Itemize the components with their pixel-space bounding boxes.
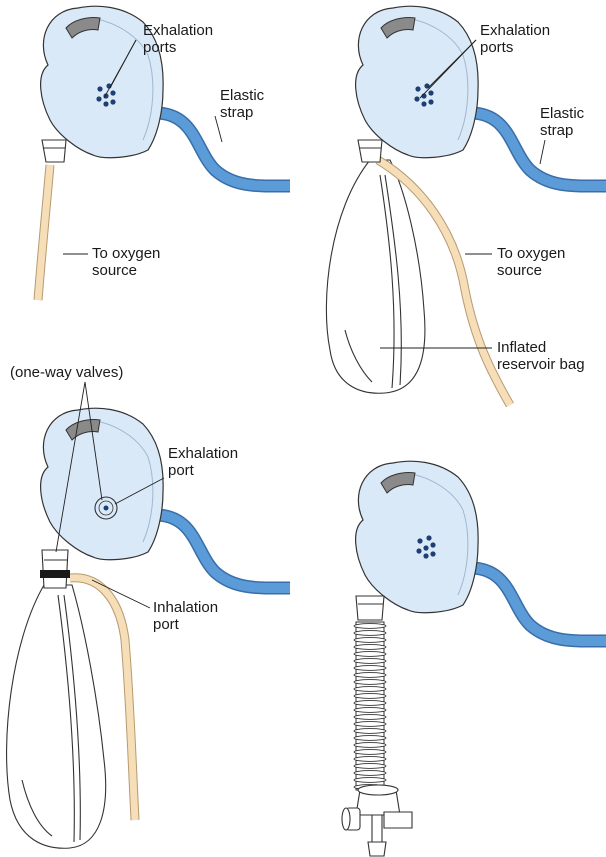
panel-aerosol-mask	[342, 461, 606, 856]
tube-connector	[42, 140, 66, 162]
inhalation-valve-connector	[40, 550, 70, 588]
one-way-valve-band	[40, 570, 70, 578]
corrugated-tubing	[354, 622, 386, 790]
reservoir-bag	[326, 160, 425, 393]
exhalation-valve-icon	[95, 497, 117, 519]
oxygen-tube	[38, 165, 50, 300]
nebulizer-adapter	[342, 785, 412, 856]
reservoir-bag	[7, 585, 106, 848]
label-one-way-valves: (one-way valves)	[10, 364, 123, 381]
mask-adapter	[356, 596, 384, 620]
face-mask	[356, 461, 479, 612]
face-mask	[356, 6, 479, 157]
tube-connector	[358, 140, 382, 162]
